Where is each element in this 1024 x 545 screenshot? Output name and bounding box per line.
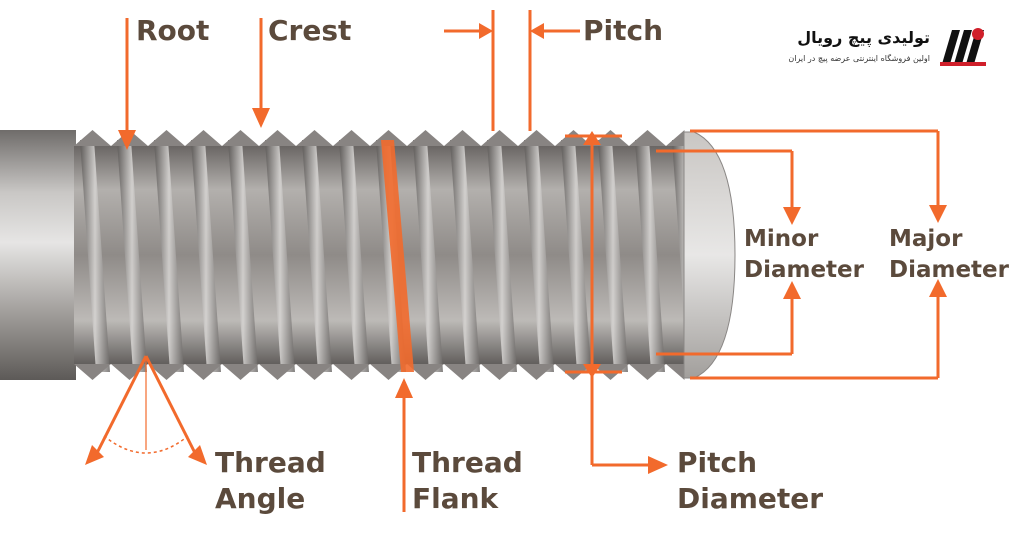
thread-ridge	[524, 140, 554, 372]
thread-ridge	[117, 140, 147, 372]
thread-ridge	[265, 140, 295, 372]
thread-ridge	[80, 140, 110, 372]
thread-ridge	[191, 140, 221, 372]
thread-flank-label-2: Flank	[412, 482, 499, 515]
thread-ridge	[635, 140, 665, 372]
brand-title: تولیدی پیچ رویال	[797, 28, 930, 47]
minor-diameter-label-2: Diameter	[744, 257, 864, 283]
pitch-diameter-label-2: Diameter	[677, 482, 824, 515]
thread-crests-bottom	[74, 364, 685, 380]
pitch-label: Pitch	[583, 14, 664, 47]
thread-ridge	[450, 140, 480, 372]
thread-ridge	[487, 140, 517, 372]
thread-ridge	[228, 140, 258, 372]
brand-subtitle: اولین فروشگاه اینترنتی عرضه پیچ در ایران	[788, 54, 930, 63]
thread-ridge	[339, 140, 369, 372]
screw-tip	[683, 131, 736, 379]
brand-block: تولیدی پیچ رویال اولین فروشگاه اینترنتی …	[788, 22, 990, 72]
pitch-diameter-label-1: Pitch	[677, 446, 758, 479]
thread-angle-label-1: Thread	[215, 446, 326, 479]
thread-ridge	[154, 140, 184, 372]
thread-ridge	[598, 140, 628, 372]
thread-flank-label-1: Thread	[412, 446, 523, 479]
screw-shank	[0, 130, 76, 380]
annotation-arrowheads	[85, 23, 947, 474]
major-diameter-label-2: Diameter	[889, 257, 1009, 283]
root-label: Root	[136, 14, 210, 47]
thread-ridge	[561, 140, 591, 372]
thread-ridge	[413, 140, 443, 372]
thread-flank-highlight	[381, 140, 414, 372]
thread-crests-top	[74, 130, 685, 146]
crest-label: Crest	[268, 14, 352, 47]
minor-diameter-label-1: Minor	[744, 226, 819, 252]
major-diameter-label-1: Major	[889, 226, 963, 252]
brand-logo	[940, 28, 986, 66]
thread-ridge	[302, 140, 332, 372]
thread-angle-label-2: Angle	[215, 482, 306, 515]
